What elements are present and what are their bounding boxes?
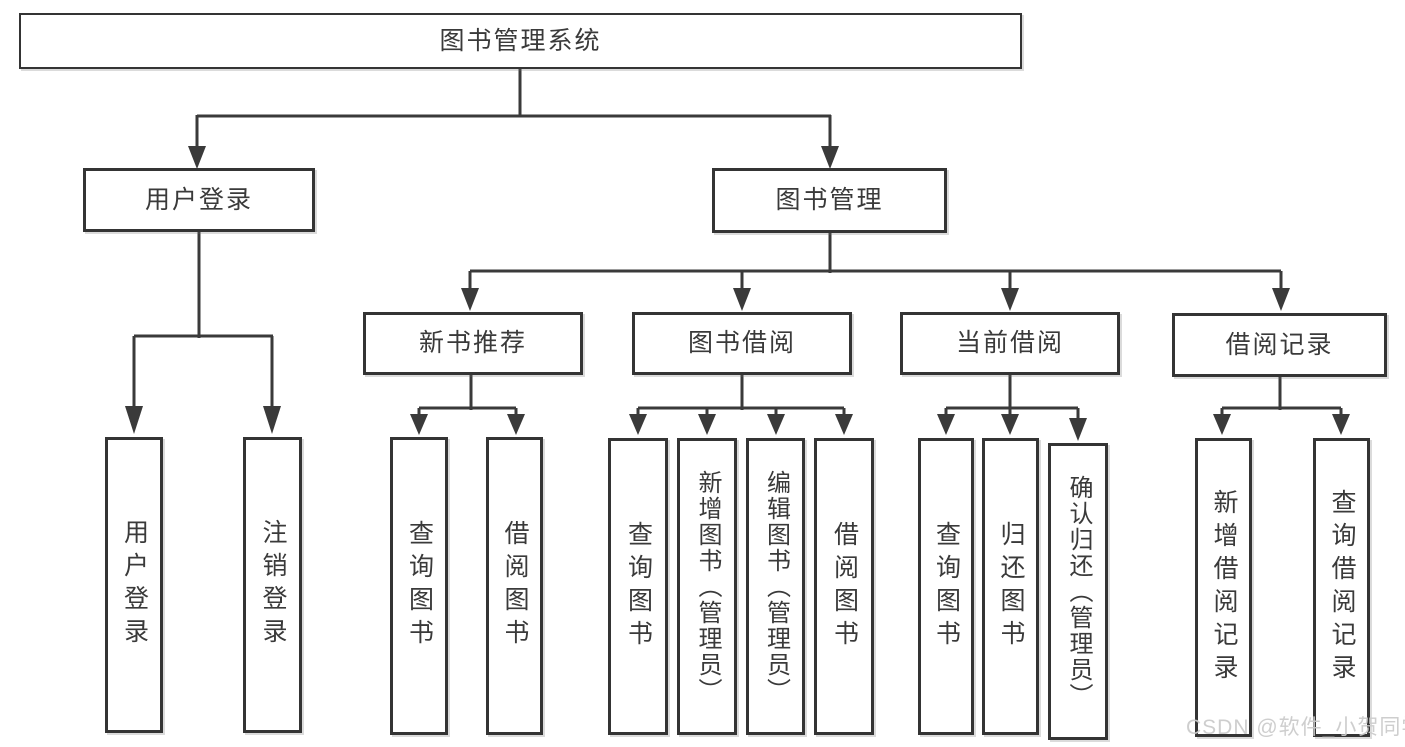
node-return-books-label: 归还图书 xyxy=(997,520,1025,653)
node-library-system: 图书管理系统 xyxy=(19,13,1022,69)
node-return-books: 归还图书 xyxy=(982,438,1039,735)
node-new-book-recommend: 新书推荐 xyxy=(363,312,583,375)
node-user-login-branch: 用户登录 xyxy=(83,168,315,232)
node-book-borrowing-label: 图书借阅 xyxy=(687,329,796,357)
node-user-login-leaf: 用户登录 xyxy=(105,437,163,733)
csdn-watermark: CSDN @软件_小贺同学 xyxy=(1186,716,1405,739)
node-book-management: 图书管理 xyxy=(712,168,947,233)
node-add-book-admin: 新增图书（管理员） xyxy=(677,438,737,735)
node-logout: 注销登录 xyxy=(243,437,302,733)
node-book-borrowing: 图书借阅 xyxy=(632,312,852,375)
node-query-books-borrowing: 查询图书 xyxy=(608,438,668,735)
node-user-login-branch-label: 用户登录 xyxy=(144,185,253,214)
node-borrow-books-recommend-label: 借阅图书 xyxy=(501,520,529,652)
node-borrow-books-borrowing: 借阅图书 xyxy=(814,438,874,735)
node-current-borrowing: 当前借阅 xyxy=(900,312,1120,375)
node-current-borrowing-label: 当前借阅 xyxy=(955,329,1064,357)
node-user-login-leaf-label: 用户登录 xyxy=(120,519,149,651)
node-query-books-recommend-label: 查询图书 xyxy=(405,520,434,652)
node-confirm-return-admin: 确认归还（管理员） xyxy=(1048,443,1108,740)
node-borrow-books-recommend: 借阅图书 xyxy=(486,437,543,735)
node-edit-book-admin-label: 编辑图书（管理员） xyxy=(762,469,790,704)
node-logout-label: 注销登录 xyxy=(259,519,287,651)
node-book-management-label: 图书管理 xyxy=(775,186,884,214)
node-query-books-borrowing-label: 查询图书 xyxy=(624,520,653,653)
node-query-books-recommend: 查询图书 xyxy=(390,437,448,735)
node-borrow-records-label: 借阅记录 xyxy=(1225,330,1334,359)
node-edit-book-admin: 编辑图书（管理员） xyxy=(746,438,805,735)
node-query-books-current: 查询图书 xyxy=(918,438,974,735)
node-new-book-recommend-label: 新书推荐 xyxy=(418,329,527,357)
node-confirm-return-admin-label: 确认归还（管理员） xyxy=(1065,474,1092,709)
node-add-book-admin-label: 新增图书（管理员） xyxy=(694,469,721,704)
node-library-system-label: 图书管理系统 xyxy=(439,26,602,55)
node-query-borrow-record-label: 查询借阅记录 xyxy=(1328,488,1356,687)
node-query-borrow-record: 查询借阅记录 xyxy=(1313,438,1370,737)
node-add-borrow-record: 新增借阅记录 xyxy=(1195,438,1252,737)
node-query-books-current-label: 查询图书 xyxy=(932,520,961,653)
node-add-borrow-record-label: 新增借阅记录 xyxy=(1210,488,1238,687)
node-borrow-books-borrowing-label: 借阅图书 xyxy=(830,520,859,653)
node-borrow-records: 借阅记录 xyxy=(1172,313,1387,377)
